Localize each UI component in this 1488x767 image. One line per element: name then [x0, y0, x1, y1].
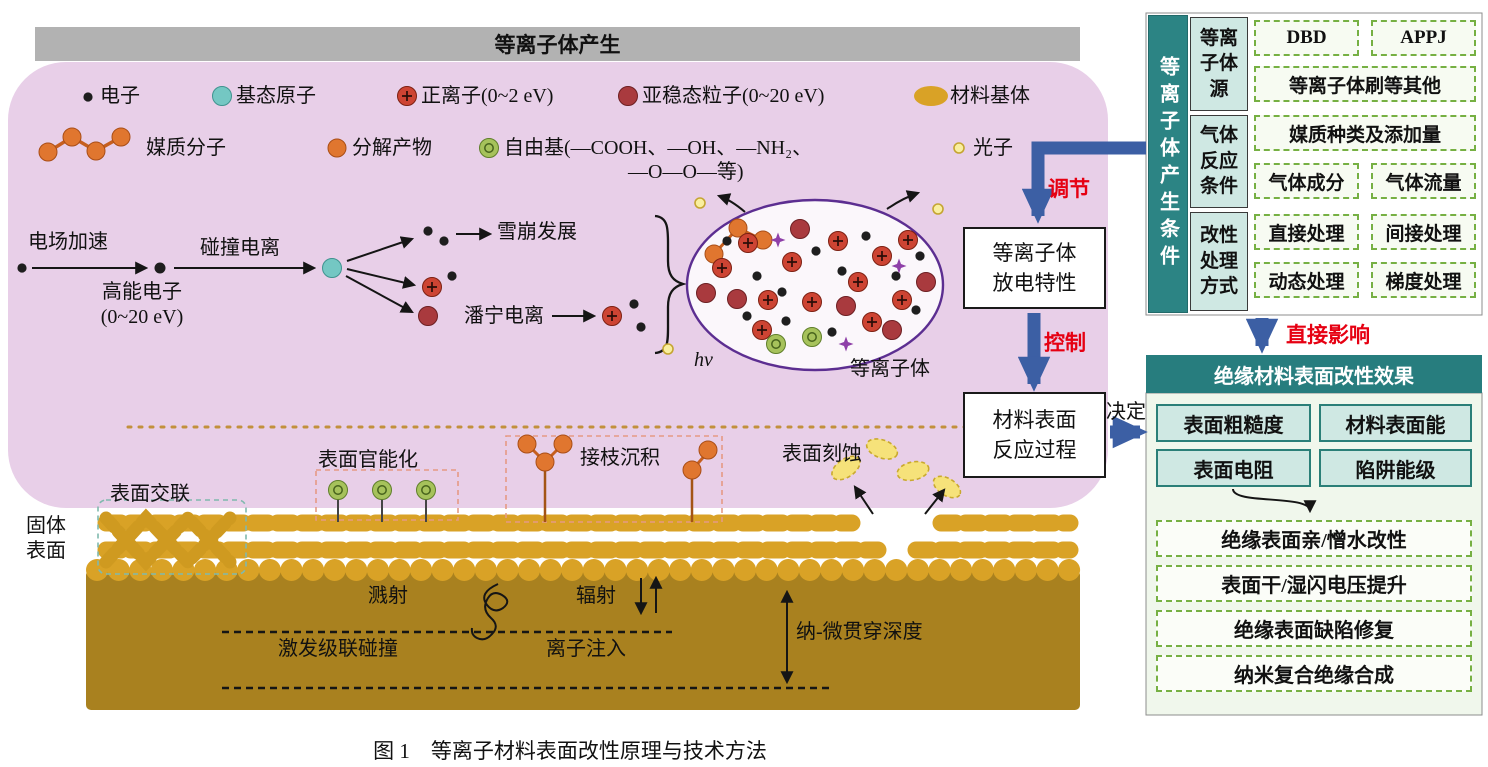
photon-hv-label: hv [694, 349, 713, 371]
legend-electron-label: 电子 [100, 85, 140, 107]
high-energy-electron-label: 高能电子 (0~20 eV) [100, 281, 184, 328]
collision-ionization-label: 碰撞电离 [200, 237, 280, 259]
adjust-label: 调节 [1048, 177, 1090, 201]
decomposition-product-icon [327, 138, 347, 158]
solid-surface-label: 固体 表面 [26, 515, 66, 562]
legend-free-radical-label-2: —O—O—等) [628, 161, 744, 183]
substrate-processes [222, 575, 832, 690]
cascade-collision-label: 激发级联碰撞 [278, 638, 398, 660]
decide-label: 决定 [1106, 401, 1146, 423]
group-plasma-source-label: 等离子体源 [1190, 17, 1248, 111]
outcome-hydro-modification: 绝缘表面亲/憎水改性 [1156, 520, 1472, 557]
outcome-defect-repair: 绝缘表面缺陷修复 [1156, 610, 1472, 647]
item-gas-flow: 气体流量 [1371, 163, 1476, 199]
crosslink-dashed-box [97, 499, 247, 575]
adjust-arrow [1021, 141, 1146, 224]
field-acceleration-label: 电场加速 [28, 231, 108, 253]
item-gas-composition: 气体成分 [1254, 163, 1359, 199]
prop-trap-level: 陷阱能级 [1319, 449, 1472, 487]
prop-surface-resistance: 表面电阻 [1156, 449, 1311, 487]
graft-dashed-box [505, 435, 723, 523]
prop-surface-roughness: 表面粗糙度 [1156, 404, 1311, 442]
legend-free-radical-label: 自由基(—COOH、—OH、—NH₂、 [504, 137, 813, 159]
ground-state-atom-icon [212, 86, 232, 106]
etching-label: 表面刻蚀 [782, 443, 862, 465]
graft-deposition-label: 接枝沉积 [580, 447, 660, 469]
direct-influence-label: 直接影响 [1286, 323, 1370, 347]
item-dbd: DBD [1254, 20, 1359, 56]
crosslinking-label: 表面交联 [110, 483, 190, 505]
avalanche-label: 雪崩发展 [497, 221, 577, 243]
legend-medium-molecule-label: 媒质分子 [146, 137, 226, 159]
free-radical-icon [478, 137, 500, 159]
group-treatment-mode-label: 改性处理方式 [1190, 212, 1248, 311]
ion-implantation-label: 离子注入 [546, 638, 626, 660]
surface-reaction-box: 材料表面 反应过程 [963, 392, 1106, 478]
item-direct-treatment: 直接处理 [1254, 214, 1359, 250]
linkage-arrows [1017, 141, 1279, 449]
group-gas-conditions-label: 气体反应条件 [1190, 115, 1248, 208]
electron-icon [83, 92, 93, 102]
item-plasma-brush: 等离子体刷等其他 [1254, 66, 1476, 102]
ionization-flow-arrows [32, 227, 597, 323]
etched-fragments [831, 438, 962, 499]
effects-panel-header: 绝缘材料表面改性效果 [1146, 355, 1482, 393]
item-gradient-treatment: 梯度处理 [1371, 262, 1476, 298]
radiation-label: 辐射 [576, 585, 616, 607]
item-dynamic-treatment: 动态处理 [1254, 262, 1359, 298]
plasma-cloud [662, 190, 945, 372]
legend-icons [38, 85, 965, 162]
plasma-region-background [8, 62, 1108, 508]
item-appj: APPJ [1371, 20, 1476, 56]
metastable-particle-icon [618, 86, 638, 106]
high-energy-electron-icon [154, 262, 166, 274]
figure-caption: 图 1 等离子材料表面改性原理与技术方法 [373, 739, 767, 763]
legend-decomposition-label: 分解产物 [352, 137, 432, 159]
ionization-particles [17, 226, 646, 332]
item-medium-type: 媒质种类及添加量 [1254, 115, 1476, 151]
control-label: 控制 [1044, 331, 1086, 355]
penetration-depth-label: 纳-微贯穿深度 [796, 621, 923, 643]
legend-material-matrix-label: 材料基体 [950, 85, 1030, 107]
functionalization-label: 表面官能化 [318, 449, 418, 471]
sputtering-label: 溅射 [368, 585, 408, 607]
plasma-label: 等离子体 [850, 358, 930, 380]
legend-ground-state-atom-label: 基态原子 [236, 85, 316, 107]
penning-ionization-label: 潘宁电离 [464, 305, 544, 327]
cascade-spiral [470, 583, 509, 641]
brace [654, 214, 687, 355]
outcome-nanocomposite: 纳米复合绝缘合成 [1156, 655, 1472, 692]
plasma-generation-header: 等离子体产生 [35, 27, 1080, 61]
prop-surface-energy: 材料表面能 [1319, 404, 1472, 442]
legend-photon-label: 光子 [973, 137, 1013, 159]
positive-ion-icon [396, 85, 418, 107]
legend-metastable-label: 亚稳态粒子(0~20 eV) [642, 85, 825, 107]
medium-molecule-icon [38, 142, 58, 162]
discharge-characteristics-box: 等离子体 放电特性 [963, 227, 1106, 309]
item-indirect-treatment: 间接处理 [1371, 214, 1476, 250]
outcome-flashover-voltage: 表面干/湿闪电压提升 [1156, 565, 1472, 602]
functionalization-dashed-box [315, 469, 459, 521]
legend-positive-ion-label: 正离子(0~2 eV) [421, 85, 554, 107]
conditions-side-title: 等离子体产生条件 [1148, 15, 1188, 313]
surface-structures [97, 434, 962, 575]
material-matrix-icon [914, 86, 948, 106]
photon-icon [953, 142, 965, 154]
material-surface [86, 508, 1084, 710]
